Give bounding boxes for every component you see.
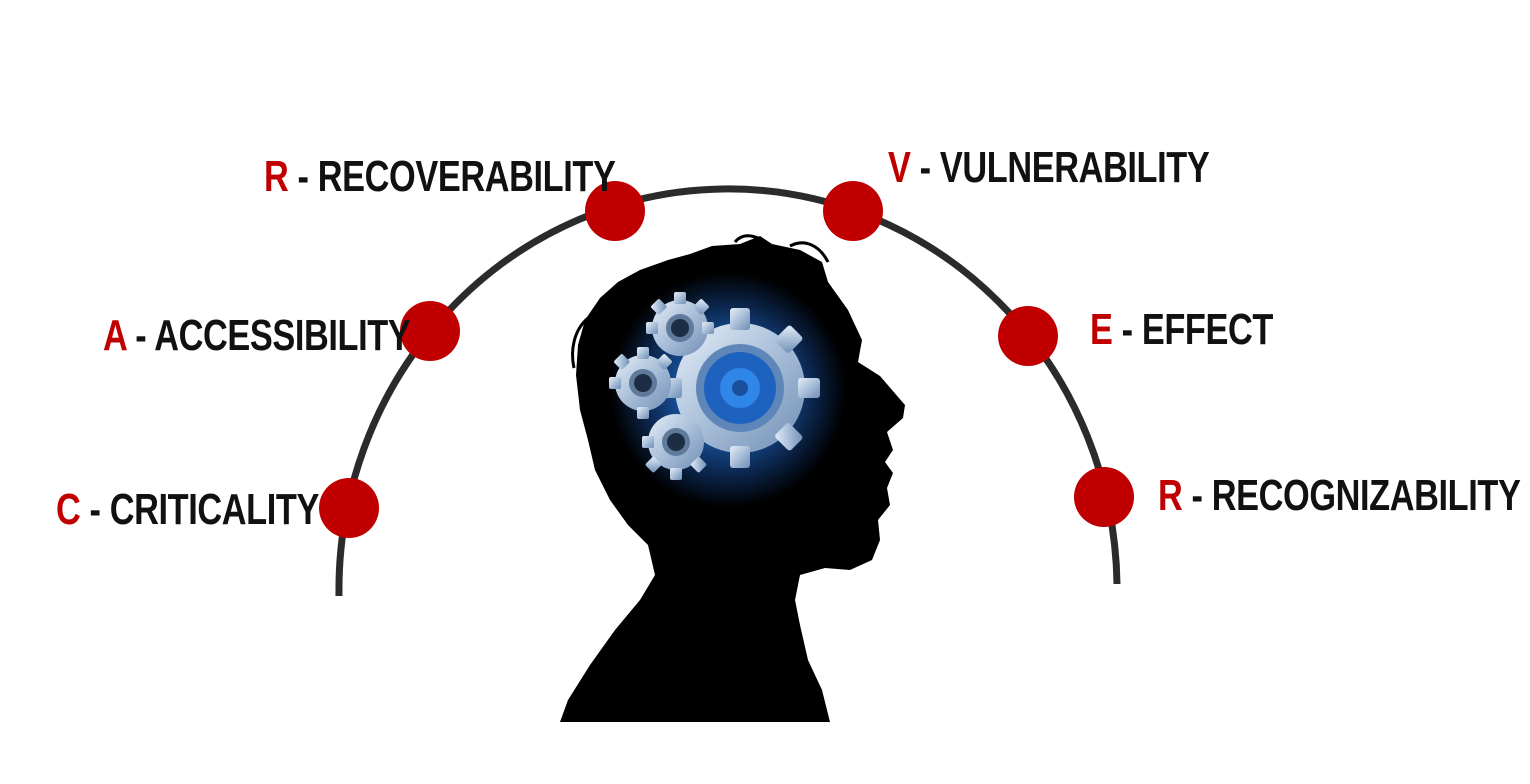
- arc-line: [335, 185, 1121, 597]
- label-word: RECOGNIZABILITY: [1211, 471, 1521, 520]
- label-accessibility: A - ACCESSIBILITY: [103, 311, 411, 360]
- label-letter: C: [56, 485, 81, 534]
- label-separator: -: [288, 152, 318, 201]
- label-letter: R: [264, 152, 289, 201]
- label-vulnerability: V - VULNERABILITY: [888, 143, 1210, 192]
- label-criticality: C - CRITICALITY: [56, 488, 319, 532]
- dot-effect: [998, 306, 1058, 366]
- label-letter: A: [103, 311, 127, 360]
- dot-accessibility: [400, 301, 460, 361]
- label-word: ACCESSIBILITY: [154, 311, 411, 360]
- label-separator: -: [910, 143, 940, 192]
- label-word: VULNERABILITY: [939, 143, 1210, 192]
- dot-vulnerability: [823, 181, 883, 241]
- dot-criticality: [319, 478, 379, 538]
- label-word: CRITICALITY: [109, 485, 320, 534]
- label-separator: -: [1182, 471, 1212, 520]
- label-letter: V: [888, 143, 911, 192]
- dot-recoverability: [585, 181, 645, 241]
- label-recoverability: R - RECOVERABILITY: [264, 152, 616, 201]
- label-separator: -: [126, 311, 155, 360]
- label-separator: -: [80, 485, 110, 534]
- label-word: RECOVERABILITY: [317, 152, 616, 201]
- label-letter: R: [1158, 471, 1183, 520]
- label-word: EFFECT: [1141, 305, 1274, 354]
- gears-icon: [609, 292, 820, 480]
- label-letter: E: [1090, 305, 1113, 354]
- label-separator: -: [1112, 305, 1142, 354]
- label-recognizability: R - RECOGNIZABILITY: [1158, 471, 1521, 520]
- label-effect: E - EFFECT: [1090, 308, 1273, 352]
- dot-recognizability: [1074, 467, 1134, 527]
